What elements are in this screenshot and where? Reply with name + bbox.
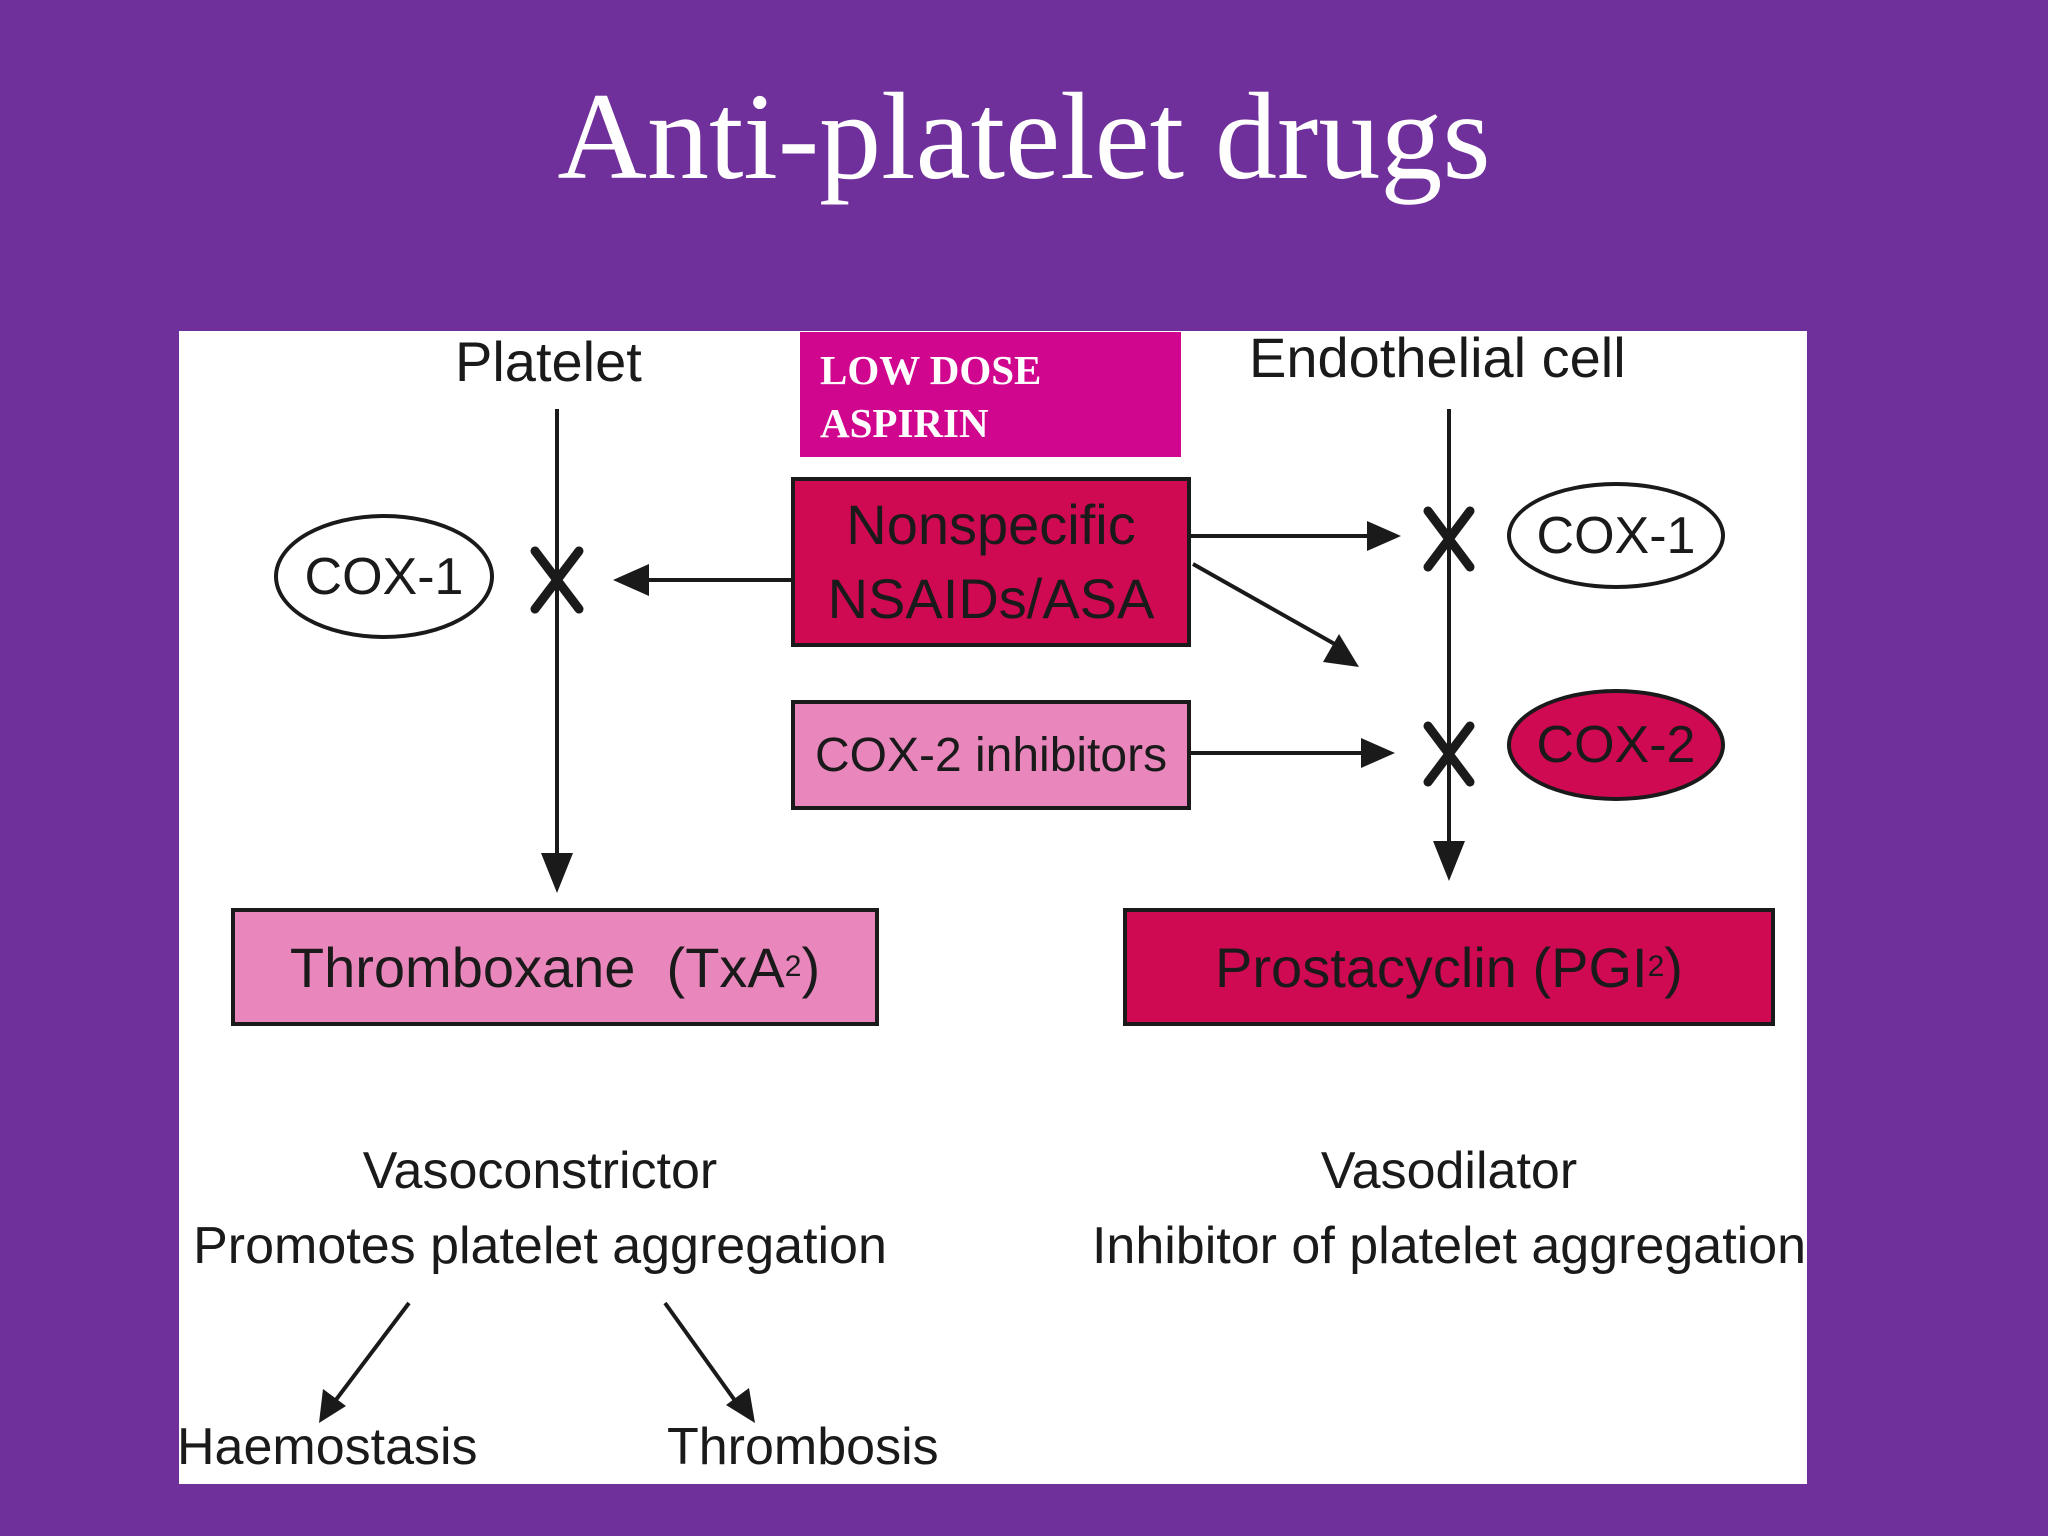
- endothelial-cell-label: Endothelial cell: [1249, 331, 1626, 389]
- thromboxane-text: Thromboxane (TxA: [289, 935, 785, 999]
- platelet-cox1-oval: COX-1: [274, 514, 494, 639]
- thromboxane-subscript: 2: [784, 950, 802, 983]
- prostacyclin-subscript: 2: [1647, 950, 1665, 983]
- left-effect-promotes-aggregation: Promotes platelet aggregation: [193, 1217, 887, 1275]
- outcome-thrombosis: Thrombosis: [667, 1418, 939, 1476]
- prostacyclin-close: ): [1664, 935, 1683, 999]
- platelet-label: Platelet: [455, 331, 642, 393]
- prostacyclin-text: Prostacyclin (PGI: [1215, 935, 1648, 999]
- endothelial-cox2-block-x: [1423, 721, 1475, 787]
- endothelial-cox1-block-x: [1423, 506, 1475, 572]
- cox2-arrowhead: [1361, 738, 1395, 768]
- right-effect-inhibitor-aggregation: Inhibitor of platelet aggregation: [1091, 1217, 1807, 1275]
- right-effect-vasodilator: Vasodilator: [1320, 1142, 1578, 1200]
- thrombosis-arrow: [663, 1301, 743, 1411]
- haemostasis-arrowhead: [319, 1389, 346, 1423]
- outcome-haemostasis: Haemostasis: [179, 1418, 478, 1476]
- diagram-arrows: [319, 409, 1475, 1423]
- diagonal-arrowhead: [1323, 634, 1359, 667]
- platelet-cox1-block-x: [530, 546, 584, 614]
- endothelial-cox1-oval: COX-1: [1507, 482, 1725, 589]
- endothelial-arrowhead: [1433, 841, 1465, 881]
- low-dose-aspirin-box: LOW DOSE ASPIRIN: [797, 331, 1184, 460]
- endothelial-cox2-oval: COX-2: [1507, 689, 1725, 801]
- platelet-arrowhead: [541, 853, 573, 893]
- left-effect-vasoconstrictor: Vasoconstrictor: [362, 1142, 718, 1200]
- nsaid-line2: NSAIDs/ASA: [827, 567, 1155, 630]
- haemostasis-arrow: [327, 1301, 411, 1411]
- slide-title: Anti-platelet drugs: [557, 68, 1491, 205]
- platelet-cox1-arrowhead: [613, 564, 649, 596]
- thrombosis-arrowhead: [726, 1388, 755, 1423]
- aspirin-label-line2: ASPIRIN: [820, 400, 989, 446]
- mechanism-diagram: Platelet Endothelial cell LOW DOSE ASPIR…: [179, 331, 1807, 1484]
- nsaid-line1: Nonspecific: [846, 493, 1136, 556]
- nsaid-diagonal-arrow: [1192, 562, 1348, 653]
- nsaid-box: Nonspecific NSAIDs/ASA: [791, 477, 1191, 647]
- aspirin-label-line1: LOW DOSE: [820, 347, 1042, 393]
- cox2-inhibitors-box: COX-2 inhibitors: [791, 700, 1191, 810]
- endothelial-cox1-arrowhead: [1367, 521, 1401, 551]
- thromboxane-close: ): [801, 935, 821, 999]
